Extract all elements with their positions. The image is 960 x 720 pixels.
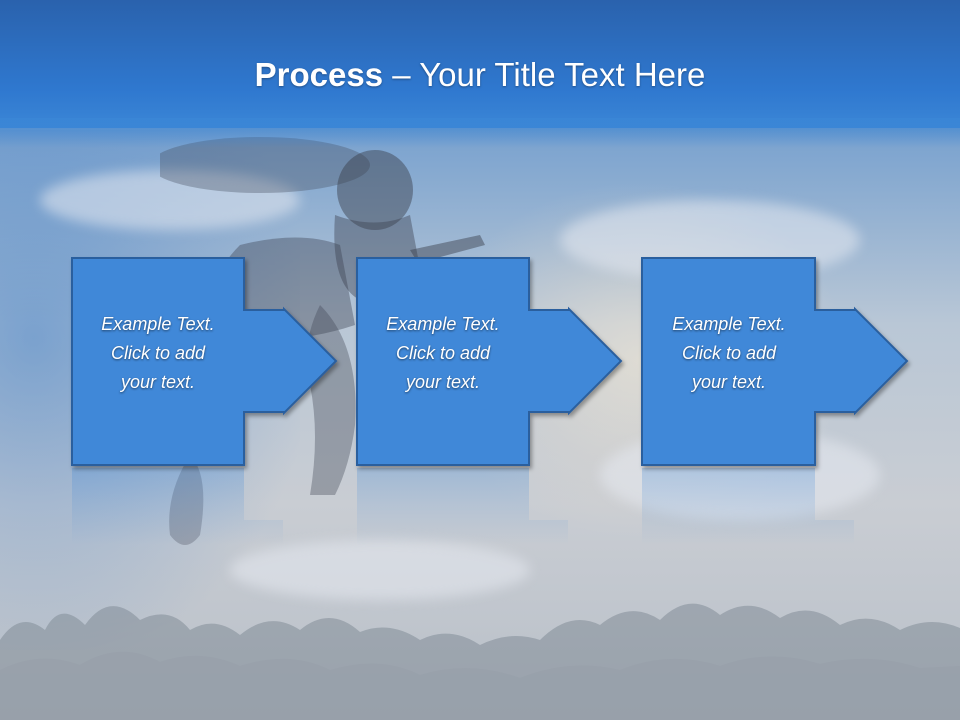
- process-step-3-text[interactable]: Example Text. Click to add your text.: [643, 310, 815, 397]
- step-text-line: Example Text.: [101, 314, 215, 334]
- step-text-line: Click to add: [395, 343, 491, 363]
- slide-title-rest: – Your Title Text Here: [383, 56, 706, 93]
- process-step-3-shape[interactable]: [641, 257, 909, 466]
- background-treeline: [0, 603, 960, 720]
- process-step-1-text[interactable]: Example Text. Click to add your text.: [72, 310, 244, 397]
- step-text-line: Click to add: [110, 343, 206, 363]
- step-text-line: your text.: [405, 372, 481, 392]
- cloud: [40, 170, 300, 230]
- process-step-2-text[interactable]: Example Text. Click to add your text.: [357, 310, 529, 397]
- title-bar-fade: [0, 118, 960, 148]
- step-text-line: Click to add: [681, 343, 777, 363]
- step-text-line: your text.: [120, 372, 196, 392]
- step-text-line: your text.: [691, 372, 767, 392]
- title-bar: [0, 0, 960, 128]
- step-text-line: Example Text.: [386, 314, 500, 334]
- step-text-line: Example Text.: [672, 314, 786, 334]
- process-step-1-shape[interactable]: [71, 257, 338, 466]
- process-step-2-shape[interactable]: [356, 257, 623, 466]
- cloud: [230, 540, 530, 600]
- slide-title-bold: Process: [254, 56, 384, 93]
- slide-title[interactable]: Process – Your Title Text Here: [0, 52, 960, 98]
- step-reflections: [72, 468, 854, 545]
